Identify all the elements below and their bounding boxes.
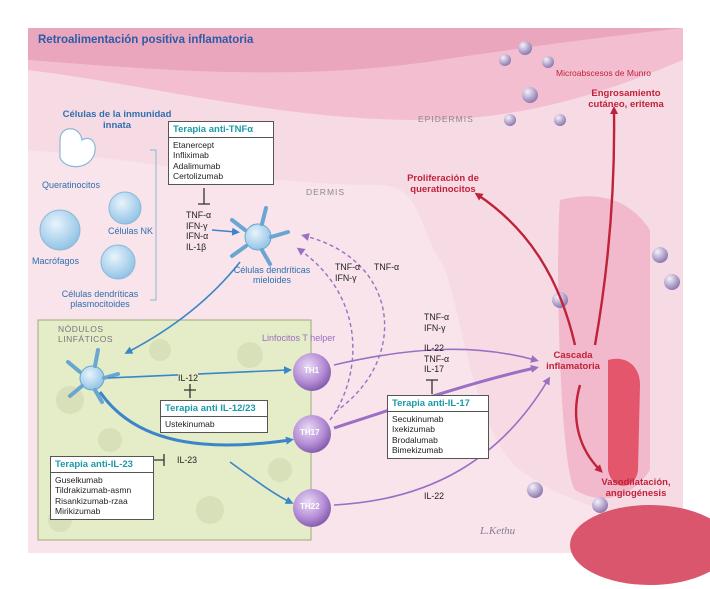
macrophages-label: Macrófagos [32, 256, 80, 266]
dermis-label: DERMIS [306, 187, 346, 197]
nk-cell [108, 191, 142, 225]
cytokine: TNF-α [335, 262, 361, 272]
innate-cytokines: TNF-α IFN-γ IFN-α IL-1β [186, 210, 211, 252]
drug-name: Risankizumab-rzaa [55, 495, 128, 506]
arrow-feedback-a [296, 247, 354, 421]
stratum-corneum [28, 28, 683, 73]
arrow-dc-to-node [124, 261, 241, 354]
feedback-cytokines-a: TNF-α IFN-γ [335, 262, 360, 283]
arrow-il23-th22 [229, 461, 294, 504]
thickening-label: Engrosamiento cutáneo, eritema [588, 88, 664, 110]
nk-cells-label: Células NK [108, 226, 154, 236]
therapy-title: Terapia anti-IL-17 [388, 396, 488, 412]
innate-heading: Células de la inmunidad innata [62, 109, 172, 131]
drug-name: Ixekizumab [392, 424, 435, 435]
drug-name: Adalimumab [173, 160, 221, 171]
drug-name: Tildrakizumab-asmn [55, 485, 132, 496]
th22-cytokine: IL-22 [424, 491, 445, 501]
therapy-title: Terapia anti IL-12/23 [161, 401, 267, 417]
helper-t-label: Linfocitos T helper [262, 333, 336, 343]
arrow-cascade-thickening [593, 106, 619, 346]
arrow-th1-cascade [333, 348, 539, 366]
arrow-th22-cascade [333, 376, 551, 506]
node-dendritic-cell [66, 348, 120, 404]
proliferation-label: Proliferación de queratinocitos [407, 173, 479, 195]
th1-cell [293, 353, 331, 391]
th17-cytokines: IL-22 TNF-α IL-17 [424, 343, 449, 375]
il12-label: IL-12 [178, 373, 199, 384]
cytokine: IFN-γ [335, 272, 357, 283]
vasodilation-label: Vasodilatación, angiogénesis [601, 477, 671, 499]
therapy-title: Terapia anti-IL-23 [51, 457, 153, 473]
anti-il17-therapy-box: Terapia anti-IL-17 Secukinumab Ixekizuma… [387, 395, 489, 460]
cytokine: IFN-α [186, 231, 209, 242]
epidermis-label: EPIDERMIS [418, 114, 474, 124]
drug-name: Etanercept [173, 140, 215, 150]
cytokine: IFN-γ [186, 220, 208, 231]
munro-label: Microabscesos de Munro [556, 68, 651, 78]
drug-name: Brodalumab [392, 434, 438, 445]
cascade-label: Cascada inflamatoria [546, 350, 600, 372]
th1-cytokines: TNF-α IFN-γ [424, 312, 449, 333]
th22-cell [293, 489, 331, 527]
inhibit-il23 [154, 454, 165, 466]
cytokine: IL-22 [424, 343, 445, 353]
munro-microabscess [499, 41, 680, 513]
macrophage-cell [39, 209, 81, 251]
arrow-cascade-vasodilation [574, 384, 603, 473]
drug-name: Infliximab [173, 150, 209, 161]
cytokine: TNF-α [424, 353, 450, 364]
th17-cell [293, 415, 331, 453]
page-title: Retroalimentación positiva inflamatoria [38, 34, 254, 46]
bottom-vessel [570, 505, 710, 585]
inhibit-il12-23 [184, 384, 196, 398]
feedback-cytokine-b: TNF-α [374, 262, 400, 272]
arrow-th17-cascade [333, 364, 539, 430]
pdc-cell [100, 244, 136, 280]
arrow-innate-to-dc [211, 227, 240, 236]
cytokine: TNF-α [186, 210, 212, 220]
drug-name: Certolizumab [173, 171, 224, 182]
cytokine: TNF-α [424, 312, 450, 322]
myeloid-dendritic-cell [230, 206, 290, 266]
th17-label: TH17 [300, 428, 320, 437]
arrow-feedback-b [301, 233, 386, 413]
drug-name: Ustekinumab [165, 419, 215, 429]
blood-vessel [608, 358, 640, 486]
drug-name: Guselkumab [55, 475, 103, 485]
drug-name: Secukinumab [392, 414, 444, 424]
anti-tnf-therapy-box: Terapia anti-TNFα Etanercept Infliximab … [168, 121, 274, 186]
cytokine: IFN-γ [424, 322, 446, 333]
anti-il23-therapy-box: Terapia anti-IL-23 Guselkumab Tildrakizu… [50, 456, 154, 521]
therapy-title: Terapia anti-TNFα [169, 122, 273, 138]
inhibit-il17 [426, 379, 438, 394]
cytokine: IL-1β [186, 241, 207, 252]
drug-name: Bimekizumab [392, 445, 444, 456]
cytokine: IL-17 [424, 364, 445, 375]
arrow-il23-th17 [98, 391, 294, 447]
keratinocytes-label: Queratinocitos [42, 180, 101, 190]
keratinocyte-cell [59, 128, 96, 168]
artist-signature: L.Kethu [479, 525, 516, 537]
lymph-nodes-label: NÓDULOS LINFÁTICOS [58, 324, 114, 344]
myeloid-dc-label: Células dendríticas mieloides [233, 265, 311, 286]
drug-name: Mirikizumab [55, 506, 101, 517]
inhibit-anti-tnf [198, 188, 210, 205]
th1-label: TH1 [304, 366, 320, 375]
arrow-cascade-proliferation [474, 192, 577, 346]
innate-bracket [150, 149, 157, 301]
il23-label: IL-23 [177, 455, 198, 466]
anti-il12-23-therapy-box: Terapia anti IL-12/23 Ustekinumab [160, 400, 268, 434]
th22-label: TH22 [300, 502, 320, 511]
pdc-label: Células dendríticas plasmocitoides [61, 289, 139, 310]
